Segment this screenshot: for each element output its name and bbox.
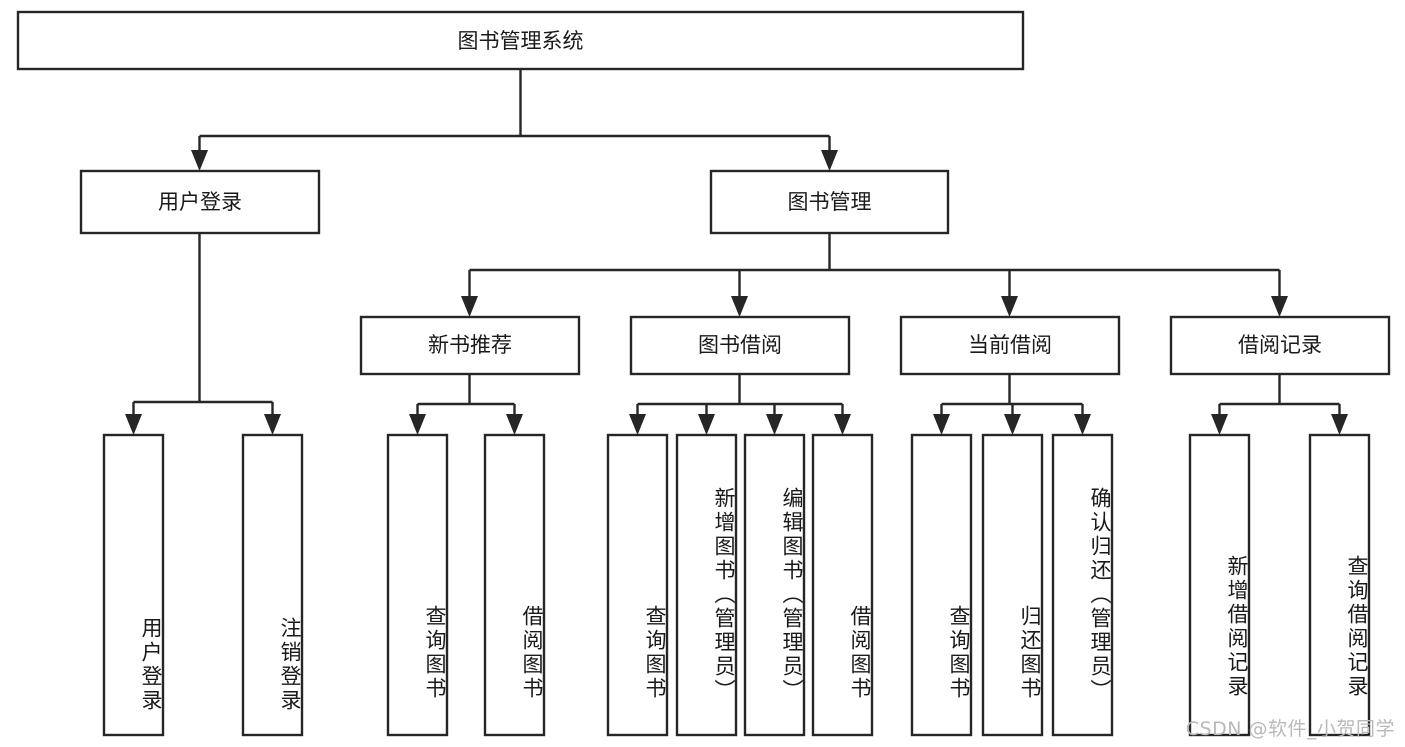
node-box-leaf-query-book-1[interactable] bbox=[386, 433, 449, 737]
node-box-leaf-borrow-book-2[interactable] bbox=[811, 433, 874, 737]
arrow-head-leaf-confirm-return bbox=[1074, 414, 1091, 435]
node-box-leaf-query-record[interactable] bbox=[1308, 433, 1371, 737]
node-box-leaf-query-book-2[interactable] bbox=[606, 433, 669, 737]
arrow-head-leaf-user-logout bbox=[264, 414, 281, 435]
node-box-book-borrow[interactable] bbox=[629, 315, 851, 376]
arrow-head-leaf-user-login bbox=[125, 414, 142, 435]
node-box-leaf-user-logout[interactable] bbox=[241, 433, 304, 737]
node-box-leaf-query-book-3[interactable] bbox=[910, 433, 973, 737]
node-box-leaf-user-login[interactable] bbox=[102, 433, 165, 737]
node-box-leaf-add-record[interactable] bbox=[1188, 433, 1251, 737]
node-box-borrow-record[interactable] bbox=[1169, 315, 1391, 376]
arrow-head-leaf-query-book-3 bbox=[933, 414, 950, 435]
arrow-head-leaf-borrow-book-1 bbox=[506, 414, 523, 435]
node-layer: 图书管理系统 用户登录 图书管理 新书推荐 图书借阅 当前借阅 借阅记录 bbox=[16, 10, 1391, 737]
arrow-head-leaf-query-record bbox=[1331, 414, 1348, 435]
arrow-head-leaf-add-record bbox=[1211, 414, 1228, 435]
node-box-book-manage[interactable] bbox=[709, 169, 950, 235]
arrow-head-leaf-return-book bbox=[1004, 414, 1021, 435]
connector-layer bbox=[125, 69, 1348, 435]
node-box-current-borrow[interactable] bbox=[899, 315, 1121, 376]
arrow-head-new-book-rec bbox=[461, 296, 478, 317]
node-label-new-book-rec: 新书推荐 bbox=[428, 333, 512, 357]
node-label-user-login: 用户登录 bbox=[158, 190, 242, 214]
node-label-book-manage: 图书管理 bbox=[788, 190, 872, 214]
node-box-user-login[interactable] bbox=[79, 169, 321, 235]
node-label-title: 图书管理系统 bbox=[458, 29, 584, 53]
node-box-new-book-rec[interactable] bbox=[359, 315, 581, 376]
node-label-borrow-record: 借阅记录 bbox=[1238, 333, 1322, 357]
node-box-leaf-edit-book[interactable] bbox=[743, 433, 806, 737]
csdn-watermark: CSDN @软件_小贺同学 bbox=[1185, 718, 1395, 740]
arrow-head-leaf-edit-book bbox=[766, 414, 783, 435]
arrow-head-leaf-query-book-1 bbox=[409, 414, 426, 435]
arrow-head-leaf-borrow-book-2 bbox=[834, 414, 851, 435]
node-box-leaf-return-book[interactable] bbox=[981, 433, 1044, 737]
arrow-head-user-login bbox=[191, 150, 208, 171]
arrow-head-book-borrow bbox=[731, 296, 748, 317]
arrow-head-current-borrow bbox=[1001, 296, 1018, 317]
leaf-box-group bbox=[102, 433, 1371, 737]
node-box-leaf-add-book[interactable] bbox=[675, 433, 738, 737]
arrow-head-book-manage bbox=[821, 150, 838, 171]
arrow-head-leaf-query-book-2 bbox=[629, 414, 646, 435]
arrow-head-borrow-record bbox=[1271, 296, 1288, 317]
node-box-title[interactable] bbox=[16, 10, 1025, 71]
node-box-leaf-borrow-book-1[interactable] bbox=[483, 433, 546, 737]
node-label-current-borrow: 当前借阅 bbox=[968, 333, 1052, 357]
arrow-head-leaf-add-book bbox=[698, 414, 715, 435]
node-box-leaf-confirm-return[interactable] bbox=[1051, 433, 1114, 737]
node-label-book-borrow: 图书借阅 bbox=[698, 333, 782, 357]
